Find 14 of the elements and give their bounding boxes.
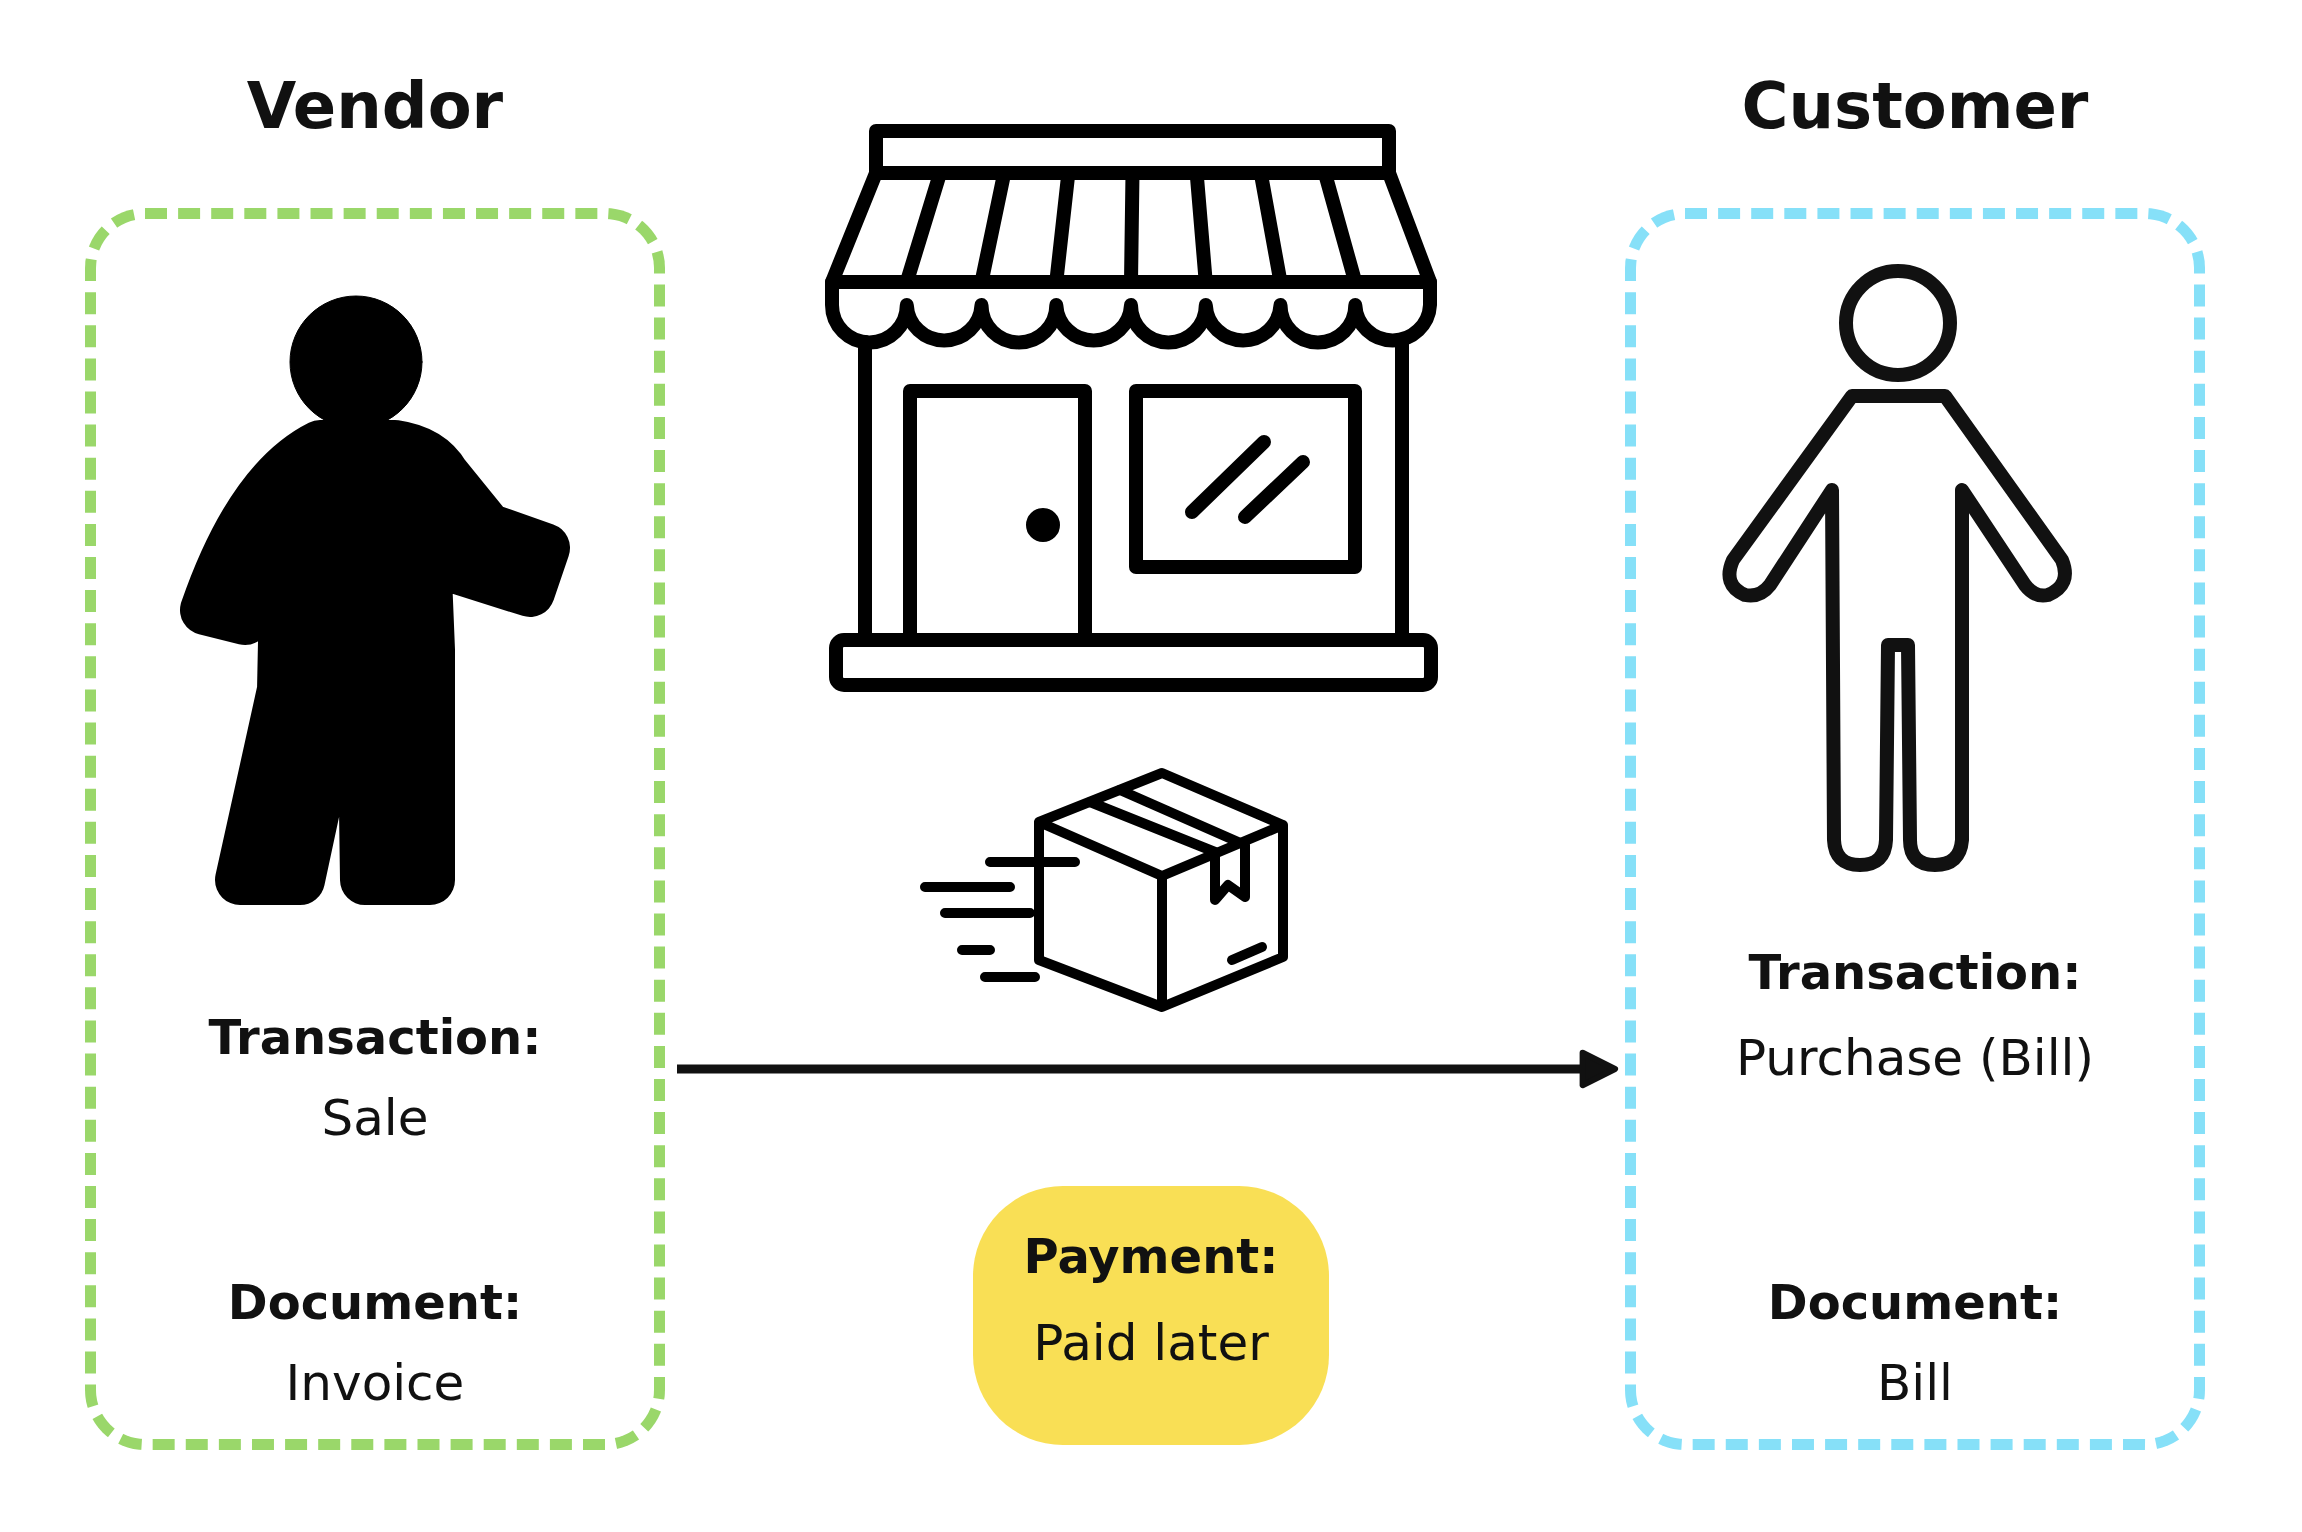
field-label: Document: bbox=[1766, 1274, 2064, 1330]
field-value: Invoice bbox=[284, 1354, 466, 1412]
panel-heading: Vendor bbox=[245, 69, 505, 143]
field-label: Document: bbox=[226, 1274, 524, 1330]
field-value: Paid later bbox=[1032, 1314, 1270, 1372]
field-value: Sale bbox=[320, 1089, 430, 1147]
field-label: Transaction: bbox=[207, 1009, 543, 1065]
payment-badge bbox=[973, 1186, 1329, 1445]
arrow bbox=[677, 1049, 1619, 1089]
field-value: Purchase (Bill) bbox=[1735, 1029, 2095, 1087]
field-value: Bill bbox=[1876, 1354, 1954, 1412]
field-label: Transaction: bbox=[1747, 944, 2083, 1000]
panel-heading: Customer bbox=[1740, 69, 2090, 143]
field-label: Payment: bbox=[1022, 1228, 1280, 1284]
